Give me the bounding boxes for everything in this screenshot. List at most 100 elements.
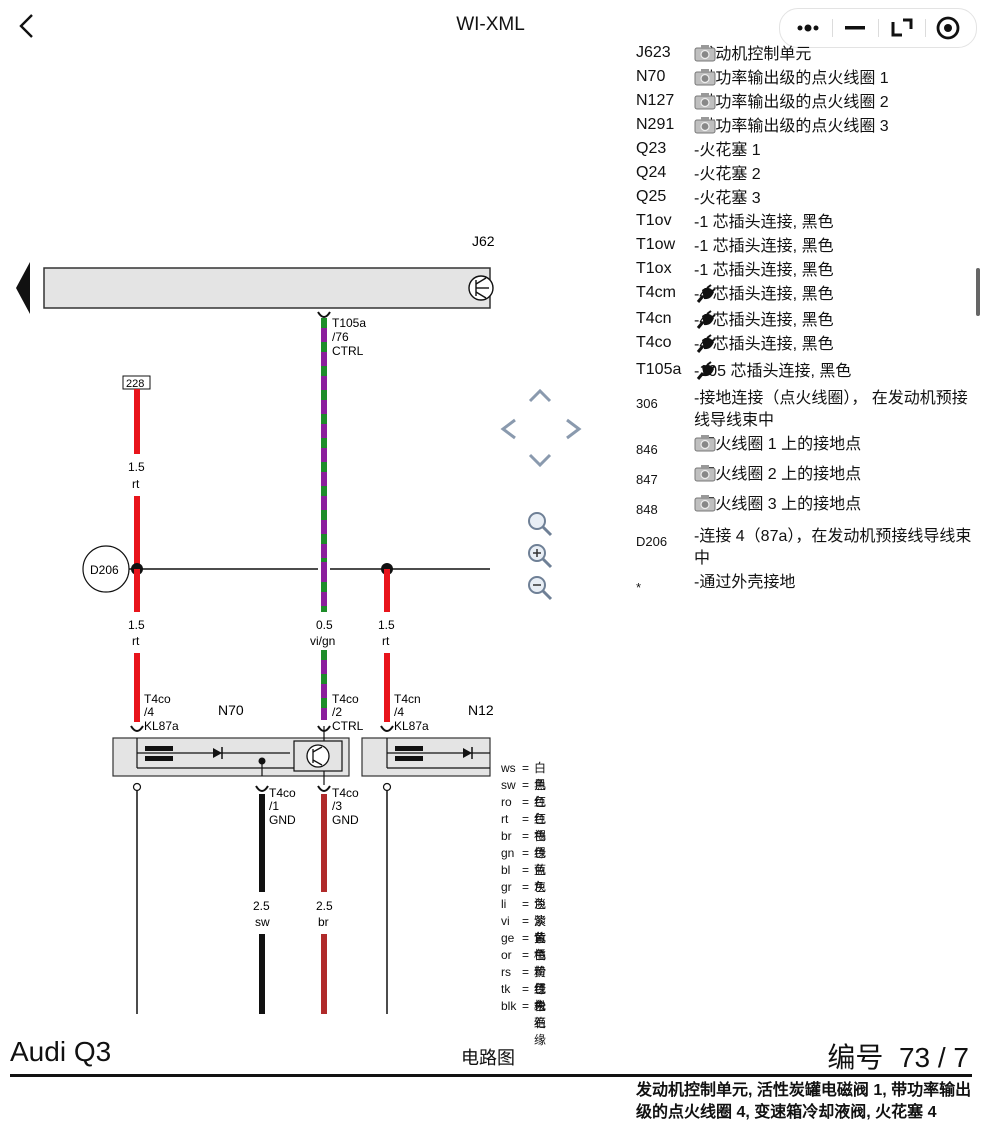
connector-fork-icon (317, 311, 331, 318)
legend-code: T4cn (636, 310, 672, 327)
legend-description-text: -1 芯插头连接, 黑色 (694, 214, 834, 231)
legend-code: T1ow (636, 236, 676, 253)
legend-description-text: -通过外壳接地 (694, 574, 796, 591)
legend-description: -带功率输出级的点火线圈 1 (694, 68, 974, 90)
connector-fork-icon (380, 725, 394, 732)
legend-description: -连接 4（87a），在发动机预接线导线束中 (694, 526, 974, 570)
pan-left-arrow-icon[interactable] (16, 262, 30, 314)
page-title: WI-XML (456, 14, 525, 35)
legend-description: -4 芯插头连接, 黑色 (694, 310, 974, 332)
legend-code: 848 (636, 502, 658, 517)
connector-label: T4co (144, 692, 171, 706)
capsule-divider (832, 19, 833, 37)
color-name: 灰色 (534, 880, 547, 911)
color-name: 未绝缘 (534, 999, 547, 1047)
wiring-diagram: J62 T105a /76 CTRL 228 1.5 rt (0, 44, 981, 1047)
wire-color: rt (382, 634, 390, 648)
ground-marker-label: D206 (90, 563, 119, 577)
color-name: 黄色 (534, 931, 547, 962)
target-icon (936, 16, 960, 40)
legend-code: 306 (636, 396, 658, 411)
legend-code: T4co (636, 334, 672, 351)
pan-right-icon[interactable] (566, 418, 582, 440)
color-name: 黑色 (534, 778, 547, 809)
ecu-box (43, 267, 491, 309)
pin-circle (132, 782, 142, 792)
float-window-button[interactable] (878, 9, 926, 47)
legend-description-text: -带功率输出级的点火线圈 3 (694, 118, 889, 135)
legend-description: -带功率输出级的点火线圈 3 (694, 116, 974, 138)
pan-left-icon[interactable] (500, 418, 516, 440)
wire-size: 0.5 (316, 618, 333, 632)
color-name: 淡紫色 (534, 914, 547, 962)
legend-description-text: -4 芯插头连接, 黑色 (694, 336, 834, 353)
legend-description: -点火线圈 1 上的接地点 (694, 434, 974, 456)
connector-pin: /3 (332, 799, 342, 813)
color-name: 褐色 (534, 829, 547, 860)
close-mini-program-button[interactable] (925, 9, 973, 47)
color-abbr: or (501, 948, 512, 962)
zoom-out-icon[interactable] (528, 576, 553, 601)
connector-label: T105a (332, 316, 366, 330)
equals-sign: = (522, 812, 530, 826)
legend-description: -点火线圈 3 上的接地点 (694, 494, 974, 516)
page-number-value: 73 / 7 (898, 1042, 969, 1073)
pan-down-icon[interactable] (528, 453, 552, 468)
legend-description: -4 芯插头连接, 黑色 (694, 334, 974, 356)
legend-description: -火花塞 1 (694, 140, 974, 162)
scrollbar-thumb[interactable] (976, 268, 980, 316)
legend-description-text: -带功率输出级的点火线圈 1 (694, 70, 889, 87)
zoom-fit-icon[interactable] (528, 512, 553, 537)
color-abbr: blk (501, 999, 517, 1013)
footer-divider (10, 1074, 972, 1077)
legend-description-text: -火花塞 2 (694, 166, 761, 183)
connector-label: T4co (332, 692, 359, 706)
connector-label: T4co (332, 786, 359, 800)
pan-up-icon[interactable] (528, 388, 552, 403)
legend-description: -发动机控制单元 (694, 44, 974, 66)
pin-circle (382, 782, 392, 792)
minus-icon (845, 26, 865, 30)
legend-description-text: -1 芯插头连接, 黑色 (694, 238, 834, 255)
equals-sign: = (522, 778, 530, 792)
connector-signal: CTRL (332, 719, 364, 733)
color-name: 淡紫色 (534, 897, 547, 945)
color-abbr: rs (501, 965, 511, 979)
wire-color: sw (255, 915, 270, 929)
color-abbr: bl (501, 863, 511, 877)
back-button[interactable] (14, 12, 40, 40)
legend-code: J623 (636, 44, 671, 61)
wire-size: 2.5 (316, 899, 333, 913)
legend-description: -火花塞 2 (694, 164, 974, 186)
coil-symbol-icon (136, 726, 343, 785)
color-name: 绿松石 (534, 982, 547, 1030)
wire-color: br (318, 915, 329, 929)
legend-description: -4 芯插头连接, 黑色 (694, 284, 974, 306)
equals-sign: = (522, 914, 530, 928)
capsule-divider (925, 19, 926, 37)
color-abbr: sw (501, 778, 516, 792)
connector-signal: GND (269, 813, 296, 827)
minimize-button[interactable] (832, 9, 880, 47)
page-number-label: 编号 (827, 1042, 884, 1073)
wire-color: vi/gn (310, 634, 335, 648)
connector-pin: /4 (394, 705, 404, 719)
more-button[interactable] (784, 9, 832, 47)
legend-description: -通过外壳接地 (694, 572, 974, 594)
wire-ref-label: 228 (126, 378, 144, 390)
color-abbr: ws (501, 761, 516, 775)
connector-pin: /1 (269, 799, 279, 813)
color-abbr: tk (501, 982, 511, 996)
equals-sign: = (522, 863, 530, 877)
wire-size: 1.5 (128, 618, 145, 632)
wire-color: rt (132, 634, 140, 648)
connector-signal: KL87a (144, 719, 179, 733)
color-name: 红色 (534, 795, 547, 826)
zoom-in-icon[interactable] (528, 544, 553, 569)
equals-sign: = (522, 795, 530, 809)
color-abbr: br (501, 829, 512, 843)
connector-fork-icon (255, 785, 269, 792)
legend-code: T4cm (636, 284, 676, 301)
wire-size: 2.5 (253, 899, 270, 913)
connector-fork-icon (130, 725, 144, 732)
